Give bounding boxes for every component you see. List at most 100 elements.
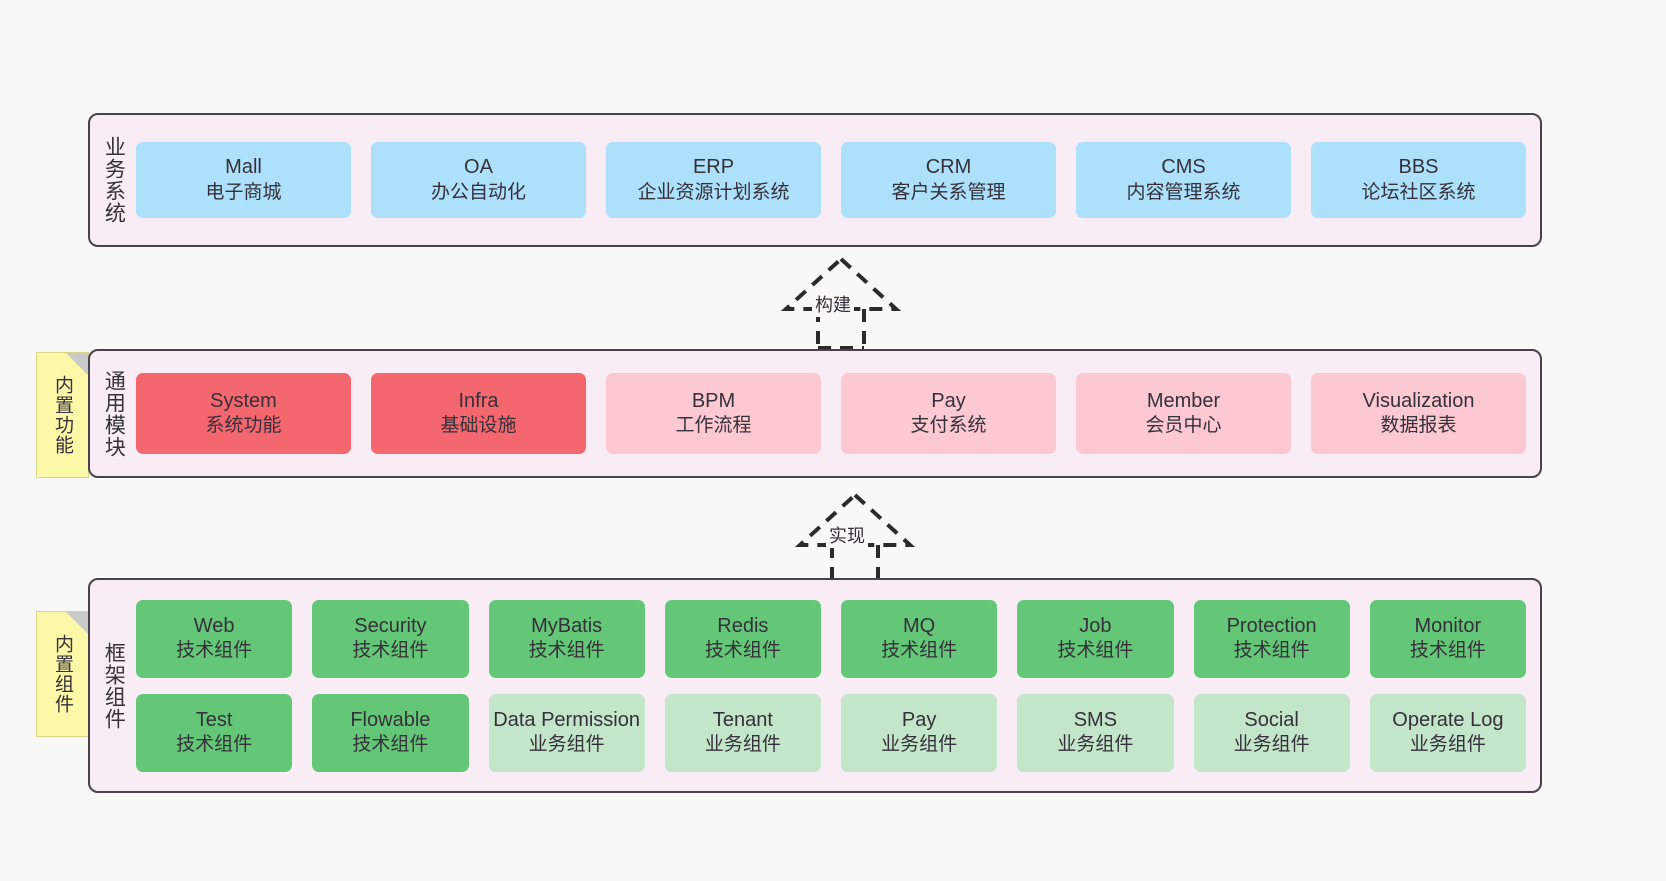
module-title: MQ <box>903 614 936 637</box>
box-row: Test 技术组件 Flowable 技术组件 Data Permission … <box>136 693 1526 772</box>
module-subtitle: 技术组件 <box>881 640 958 662</box>
box-row: System 系统功能 Infra 基础设施 BPM 工作流程 Pay 支付系统… <box>136 373 1526 454</box>
box-row: Web 技术组件 Security 技术组件 MyBatis 技术组件 Redi… <box>136 599 1526 678</box>
module-subtitle: 工作流程 <box>675 415 752 437</box>
module-box-test[interactable]: Test 技术组件 <box>136 693 293 772</box>
connector-label-build: 构建 <box>812 291 854 317</box>
module-box-bpm[interactable]: BPM 工作流程 <box>606 373 821 454</box>
layer-framework-component-title: 框架组件 <box>102 641 126 730</box>
module-box-monitor[interactable]: Monitor 技术组件 <box>1369 599 1526 678</box>
module-title: BBS <box>1398 156 1439 179</box>
module-subtitle: 业务组件 <box>528 734 605 756</box>
module-box-tenant[interactable]: Tenant 业务组件 <box>664 693 821 772</box>
module-subtitle: 技术组件 <box>176 640 253 662</box>
module-box-system[interactable]: System 系统功能 <box>136 373 351 454</box>
module-title: Protection <box>1226 614 1317 637</box>
module-subtitle: 电子商城 <box>205 181 282 203</box>
module-title: Test <box>195 708 233 731</box>
module-subtitle: 技术组件 <box>1057 640 1134 662</box>
module-title: Visualization <box>1362 389 1475 412</box>
module-title: Social <box>1244 708 1299 731</box>
module-box-bbs[interactable]: BBS 论坛社区系统 <box>1311 142 1526 218</box>
module-box-operate-log[interactable]: Operate Log 业务组件 <box>1369 693 1526 772</box>
module-subtitle: 数据报表 <box>1380 415 1457 437</box>
layer-business-system-body: Mall 电子商城 OA 办公自动化 ERP 企业资源计划系统 CRM 客户关系… <box>136 115 1540 245</box>
module-box-erp[interactable]: ERP 企业资源计划系统 <box>606 142 821 218</box>
module-box-protection[interactable]: Protection 技术组件 <box>1193 599 1350 678</box>
module-box-oa[interactable]: OA 办公自动化 <box>371 142 586 218</box>
module-subtitle: 技术组件 <box>176 734 253 756</box>
module-title: Operate Log <box>1392 708 1504 731</box>
layer-business-system: 业务系统 Mall 电子商城 OA 办公自动化 ERP 企业资源计划系统 CRM… <box>88 113 1542 247</box>
module-box-redis[interactable]: Redis 技术组件 <box>664 599 821 678</box>
layer-common-module: 通用模块 System 系统功能 Infra 基础设施 BPM 工作流程 Pay… <box>88 349 1542 478</box>
module-subtitle: 系统功能 <box>205 415 282 437</box>
module-box-crm[interactable]: CRM 客户关系管理 <box>841 142 1056 218</box>
module-title: CRM <box>925 156 972 179</box>
module-subtitle: 业务组件 <box>881 734 958 756</box>
module-title: Tenant <box>712 708 773 731</box>
module-subtitle: 技术组件 <box>704 640 781 662</box>
module-title: Data Permission <box>493 708 640 731</box>
module-box-mq[interactable]: MQ 技术组件 <box>841 599 998 678</box>
module-subtitle: 客户关系管理 <box>891 181 1006 203</box>
module-title: Mall <box>225 156 262 179</box>
module-box-pay[interactable]: Pay 支付系统 <box>841 373 1056 454</box>
module-subtitle: 企业资源计划系统 <box>637 181 790 203</box>
module-box-pay-business[interactable]: Pay 业务组件 <box>841 693 998 772</box>
layer-framework-component: 框架组件 Web 技术组件 Security 技术组件 MyBatis 技术组件… <box>88 578 1542 793</box>
module-box-flowable[interactable]: Flowable 技术组件 <box>312 693 469 772</box>
module-box-cms[interactable]: CMS 内容管理系统 <box>1076 142 1291 218</box>
module-box-job[interactable]: Job 技术组件 <box>1017 599 1174 678</box>
module-title: Web <box>193 614 235 637</box>
sticky-note-text: 内置功能 <box>52 375 73 455</box>
module-subtitle: 业务组件 <box>1409 734 1486 756</box>
box-row: Mall 电子商城 OA 办公自动化 ERP 企业资源计划系统 CRM 客户关系… <box>136 142 1526 218</box>
module-title: MyBatis <box>531 614 603 637</box>
module-subtitle: 技术组件 <box>352 640 429 662</box>
module-subtitle: 基础设施 <box>440 415 517 437</box>
module-subtitle: 内容管理系统 <box>1126 181 1241 203</box>
module-title: Job <box>1079 614 1112 637</box>
module-title: Infra <box>458 389 499 412</box>
module-title: OA <box>464 156 493 179</box>
module-title: SMS <box>1073 708 1118 731</box>
module-title: ERP <box>692 156 735 179</box>
module-box-web[interactable]: Web 技术组件 <box>136 599 293 678</box>
module-subtitle: 业务组件 <box>1233 734 1310 756</box>
module-title: Flowable <box>350 708 431 731</box>
module-box-infra[interactable]: Infra 基础设施 <box>371 373 586 454</box>
module-title: BPM <box>691 389 736 412</box>
module-subtitle: 支付系统 <box>910 415 987 437</box>
connector-label-implement: 实现 <box>826 522 868 548</box>
sticky-note-builtin-components: 内置组件 <box>36 611 89 737</box>
module-subtitle: 技术组件 <box>1233 640 1310 662</box>
sticky-note-builtin-features: 内置功能 <box>36 352 89 478</box>
module-subtitle: 业务组件 <box>1057 734 1134 756</box>
module-box-visualization[interactable]: Visualization 数据报表 <box>1311 373 1526 454</box>
module-box-security[interactable]: Security 技术组件 <box>312 599 469 678</box>
sticky-note-text: 内置组件 <box>52 634 73 714</box>
module-subtitle: 技术组件 <box>352 734 429 756</box>
module-subtitle: 办公自动化 <box>430 181 526 203</box>
module-box-mall[interactable]: Mall 电子商城 <box>136 142 351 218</box>
module-title: Pay <box>931 389 966 412</box>
module-title: Member <box>1146 389 1221 412</box>
module-title: Security <box>354 614 427 637</box>
module-title: CMS <box>1161 156 1206 179</box>
layer-framework-component-body: Web 技术组件 Security 技术组件 MyBatis 技术组件 Redi… <box>136 580 1540 791</box>
module-box-data-permission[interactable]: Data Permission 业务组件 <box>488 693 645 772</box>
layer-common-module-body: System 系统功能 Infra 基础设施 BPM 工作流程 Pay 支付系统… <box>136 351 1540 476</box>
module-subtitle: 业务组件 <box>704 734 781 756</box>
module-box-mybatis[interactable]: MyBatis 技术组件 <box>488 599 645 678</box>
layer-business-system-title: 业务系统 <box>102 136 126 224</box>
module-subtitle: 技术组件 <box>1409 640 1486 662</box>
module-box-sms[interactable]: SMS 业务组件 <box>1017 693 1174 772</box>
module-subtitle: 会员中心 <box>1145 415 1222 437</box>
module-subtitle: 技术组件 <box>528 640 605 662</box>
module-title: Pay <box>901 708 937 731</box>
module-box-social[interactable]: Social 业务组件 <box>1193 693 1350 772</box>
module-subtitle: 论坛社区系统 <box>1361 181 1476 203</box>
module-box-member[interactable]: Member 会员中心 <box>1076 373 1291 454</box>
